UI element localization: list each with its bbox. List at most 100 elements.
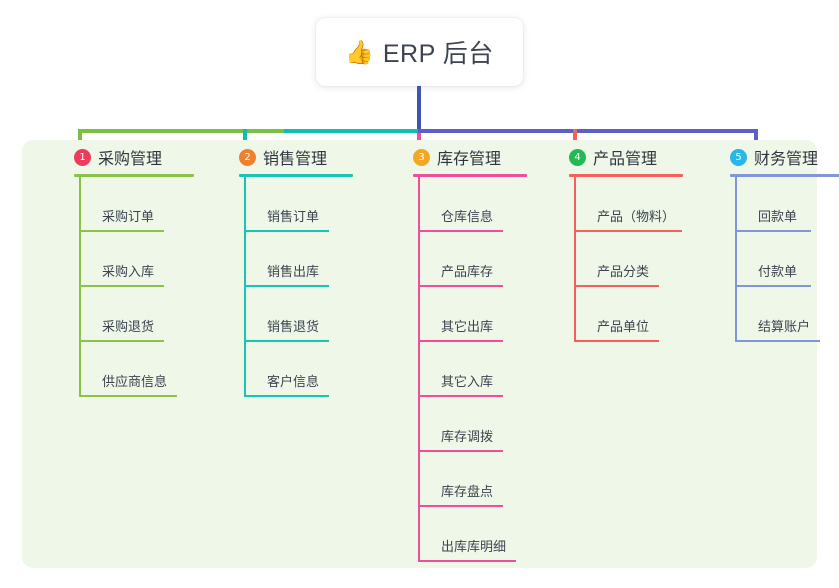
branch-number-badge: 3 (413, 148, 430, 166)
bus-blue-segment (418, 129, 758, 133)
branch-item-label: 库存盘点 (441, 484, 494, 499)
branch-title-rule (239, 174, 353, 177)
branch-item[interactable]: 仓库信息 (418, 177, 527, 232)
branch-spine (418, 177, 420, 562)
branch-spine (574, 177, 576, 342)
branch-item[interactable]: 库存盘点 (418, 452, 527, 507)
bus-teal-segment (284, 129, 420, 133)
branch-title: 库存管理 (437, 151, 502, 168)
branch-item[interactable]: 产品（物料） (574, 177, 683, 232)
branch-item-label: 其它入库 (441, 374, 494, 389)
branch-item-label: 库存调拨 (441, 429, 494, 444)
branch-title: 销售管理 (263, 151, 328, 168)
branch-item[interactable]: 付款单 (735, 232, 839, 287)
branch-item-label: 销售退货 (267, 319, 320, 334)
branch-item-rule (79, 340, 164, 342)
branch-item[interactable]: 产品分类 (574, 232, 683, 287)
branch-number-badge: 5 (730, 148, 747, 166)
branch-item-list: 仓库信息产品库存其它出库其它入库库存调拨库存盘点出库库明细 (418, 177, 527, 562)
branch-item-label: 采购退货 (102, 319, 155, 334)
branch-title: 财务管理 (754, 151, 819, 168)
branch-item-label: 其它出库 (441, 319, 494, 334)
branch-item-rule (418, 285, 503, 287)
branch-item[interactable]: 销售退货 (244, 287, 353, 342)
branch-number-badge: 4 (569, 148, 586, 166)
branch-item[interactable]: 产品单位 (574, 287, 683, 342)
branch-item[interactable]: 客户信息 (244, 342, 353, 397)
branch-item-rule (574, 340, 659, 342)
branch-header-product[interactable]: 4 产品管理 (551, 140, 683, 174)
branch-item-list: 采购订单采购入库采购退货供应商信息 (79, 177, 194, 397)
branch-item-rule (418, 560, 516, 562)
branch-item-label: 销售出库 (267, 264, 320, 279)
branch-spine (79, 177, 81, 397)
branch-item[interactable]: 其它出库 (418, 287, 527, 342)
branch-item-label: 客户信息 (267, 374, 320, 389)
branch-item[interactable]: 其它入库 (418, 342, 527, 397)
branch-header-inventory[interactable]: 3 库存管理 (395, 140, 527, 174)
branch-column-inventory: 3 库存管理仓库信息产品库存其它出库其它入库库存调拨库存盘点出库库明细 (395, 140, 527, 562)
root-stem-connector (417, 86, 421, 132)
root-node-title: ERP 后台 (382, 40, 494, 68)
branch-item[interactable]: 采购订单 (79, 177, 194, 232)
branch-title-rule (413, 174, 527, 177)
branch-item-rule (418, 450, 503, 452)
branch-item[interactable]: 供应商信息 (79, 342, 194, 397)
branch-item-label: 结算账户 (758, 319, 811, 334)
branch-item-rule (574, 230, 682, 232)
branch-item[interactable]: 销售出库 (244, 232, 353, 287)
branch-item-label: 仓库信息 (441, 209, 494, 224)
branch-item[interactable]: 销售订单 (244, 177, 353, 232)
branch-item-label: 供应商信息 (102, 374, 168, 389)
branch-item-rule (735, 340, 820, 342)
branch-item-label: 回款单 (758, 209, 798, 224)
branch-item-rule (735, 230, 811, 232)
branch-item-rule (418, 340, 503, 342)
branch-title-rule (74, 174, 194, 177)
branch-item[interactable]: 采购入库 (79, 232, 194, 287)
branch-column-finance: 5 财务管理回款单付款单结算账户 (712, 140, 839, 342)
branch-item-label: 付款单 (758, 264, 798, 279)
branch-item-rule (79, 285, 164, 287)
branch-item[interactable]: 结算账户 (735, 287, 839, 342)
branch-item-rule (418, 505, 503, 507)
branch-item-label: 出库库明细 (441, 539, 507, 554)
branch-item-rule (244, 230, 329, 232)
branch-item-list: 产品（物料） 产品分类产品单位 (574, 177, 683, 342)
branch-item-label: 产品单位 (597, 319, 650, 334)
branch-item[interactable]: 采购退货 (79, 287, 194, 342)
branch-item-list: 回款单付款单结算账户 (735, 177, 839, 342)
branch-header-sales[interactable]: 2 销售管理 (221, 140, 353, 174)
branch-item-rule (79, 230, 164, 232)
branch-item-label: 采购订单 (102, 209, 155, 224)
branch-item[interactable]: 回款单 (735, 177, 839, 232)
root-node-card[interactable]: 👍 ERP 后台 (316, 18, 523, 86)
branch-item-label: 采购入库 (102, 264, 155, 279)
branch-item-label: 销售订单 (267, 209, 320, 224)
branch-item-rule (244, 340, 329, 342)
branch-header-finance[interactable]: 5 财务管理 (712, 140, 839, 174)
branch-column-product: 4 产品管理产品（物料） 产品分类产品单位 (551, 140, 683, 342)
branch-item[interactable]: 出库库明细 (418, 507, 527, 562)
branch-number-badge: 2 (239, 148, 256, 166)
branch-title-rule (730, 174, 839, 177)
thumbs-up-icon: 👍 (345, 39, 374, 65)
branch-item-rule (244, 285, 329, 287)
branch-item-rule (244, 395, 329, 397)
branch-item-label: 产品（物料） (597, 209, 676, 224)
branch-item[interactable]: 产品库存 (418, 232, 527, 287)
branch-item-rule (418, 395, 503, 397)
branch-spine (244, 177, 246, 397)
branch-item[interactable]: 库存调拨 (418, 397, 527, 452)
branch-item-rule (574, 285, 659, 287)
branch-title: 产品管理 (593, 151, 658, 168)
branch-item-label: 产品库存 (441, 264, 494, 279)
branch-item-label: 产品分类 (597, 264, 650, 279)
branch-item-list: 销售订单销售出库销售退货客户信息 (244, 177, 353, 397)
branch-number-badge: 1 (74, 148, 91, 166)
bus-green-segment (78, 129, 286, 133)
branch-item-rule (79, 395, 177, 397)
